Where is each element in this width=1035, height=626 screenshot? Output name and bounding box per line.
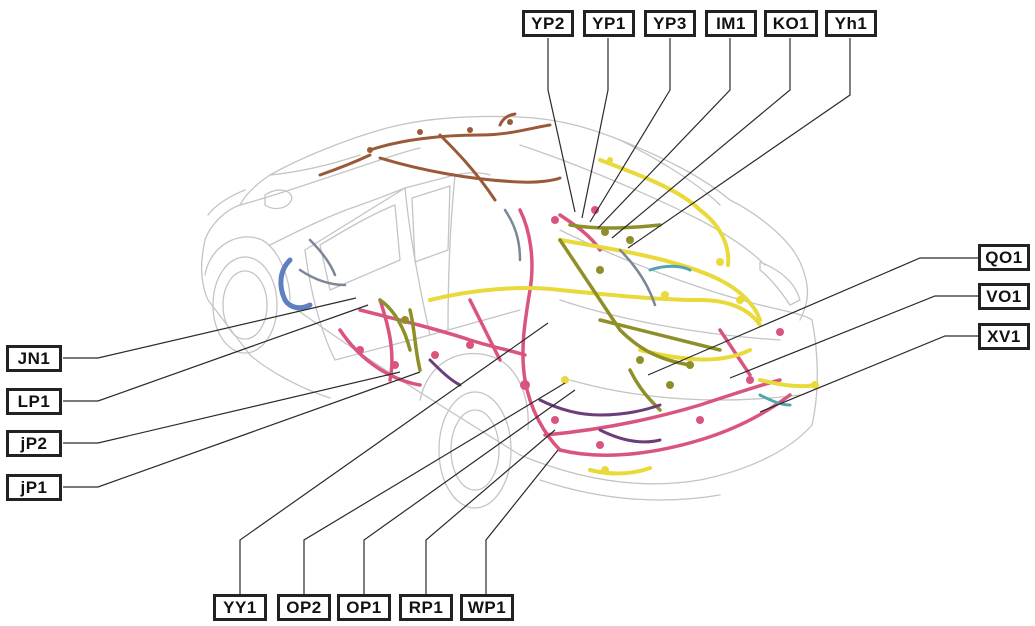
callout-RP1: RP1	[399, 594, 453, 621]
harness-grey-front	[298, 208, 657, 307]
callout-YP3: YP3	[644, 10, 696, 37]
callout-LP1: LP1	[6, 388, 62, 415]
callout-KO1: KO1	[764, 10, 818, 37]
callout-VO1: VO1	[978, 283, 1030, 310]
leader-RP1	[425, 429, 556, 596]
callout-JN1: JN1	[6, 345, 62, 372]
leader-YY1	[239, 322, 549, 596]
leader-YP2	[547, 38, 576, 213]
leader-JN1	[63, 297, 357, 359]
connector-clusters	[356, 119, 819, 474]
callout-YP1: YP1	[583, 10, 635, 37]
vehicle-body-outline	[200, 115, 818, 509]
callout-OP1: OP1	[337, 594, 391, 621]
callout-Yh1: Yh1	[825, 10, 877, 37]
callout-YP2: YP2	[522, 10, 574, 37]
leader-VO1	[729, 295, 978, 379]
callout-QO1: QO1	[978, 244, 1030, 271]
leader-jP1	[63, 371, 421, 488]
callout-XV1: XV1	[978, 323, 1030, 350]
harness-olive-main	[378, 223, 722, 412]
leader-YP1	[581, 38, 609, 219]
leader-XV1	[759, 335, 978, 413]
callout-jP2: jP2	[6, 430, 62, 457]
callout-WP1: WP1	[460, 594, 514, 621]
leader-OP1	[363, 389, 576, 596]
leader-Yh1	[627, 38, 851, 249]
harness-teal-rear	[648, 264, 792, 407]
callout-OP2: OP2	[277, 594, 331, 621]
leader-YP3	[589, 38, 671, 223]
harness-purple	[428, 358, 662, 444]
leader-lines	[63, 38, 978, 596]
callout-IM1: IM1	[705, 10, 757, 37]
leader-IM1	[597, 38, 731, 229]
harness-roof-brown	[318, 112, 562, 202]
leader-KO1	[611, 38, 791, 239]
harness-pink-main	[338, 208, 792, 457]
leader-WP1	[485, 449, 559, 596]
harness-blue-front	[278, 257, 313, 311]
leader-QO1	[647, 257, 978, 376]
leader-OP2	[303, 382, 566, 596]
leader-jP2	[63, 371, 401, 444]
callout-jP1: jP1	[6, 474, 62, 501]
callout-YY1: YY1	[213, 594, 267, 621]
leader-LP1	[63, 304, 369, 402]
